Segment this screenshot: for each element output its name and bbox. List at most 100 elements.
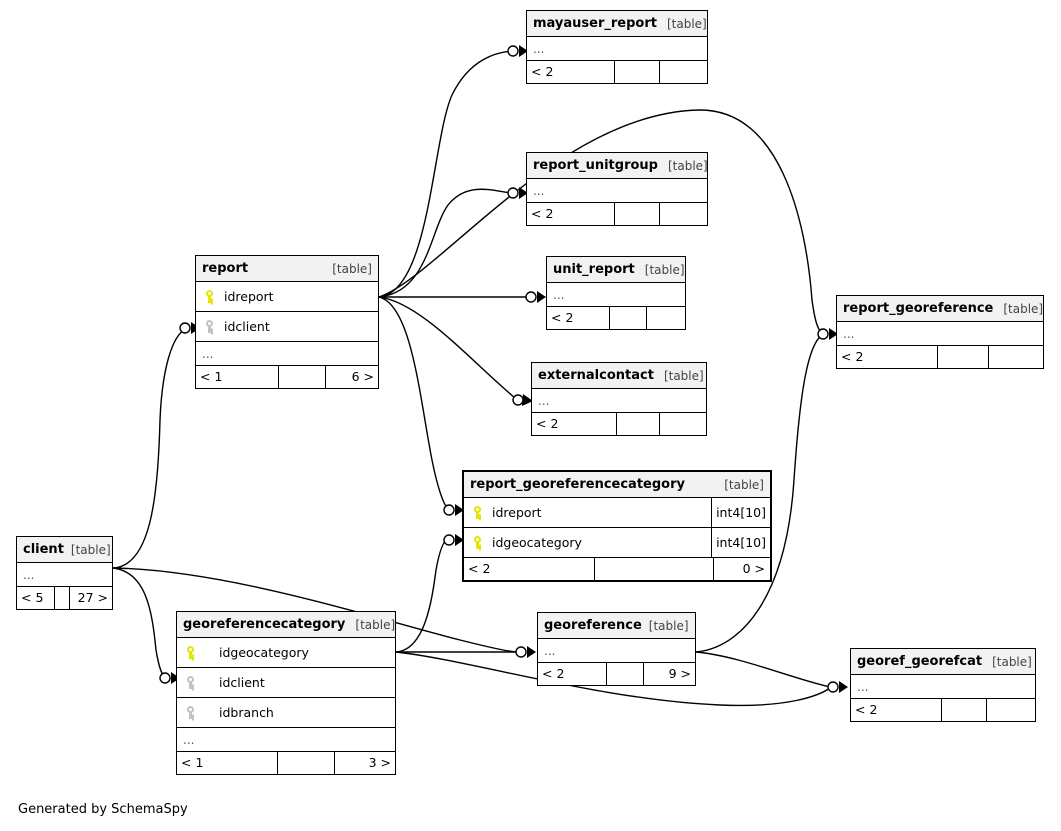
generator-credit: Generated by SchemaSpy <box>18 802 188 817</box>
table-header: georeferencecategory [table] <box>177 612 395 638</box>
footer-incoming-count: < 1 <box>181 755 204 770</box>
edge-end-georeferencecategory-idclient <box>159 672 171 684</box>
footer-middle <box>278 366 326 388</box>
table-columns-ellipsis: ... <box>532 389 706 413</box>
footer-middle <box>609 307 647 329</box>
table-columns-ellipsis: ... <box>547 283 685 307</box>
edge-end-rgc-idgeocategory <box>443 534 455 546</box>
table-columns-ellipsis: ... <box>837 322 1043 346</box>
table-title: mayauser_report <box>533 15 657 31</box>
table-mayauser_report[interactable]: mayauser_report [table] ... < 2 <box>526 10 708 84</box>
table-footer: < 1 6 > <box>196 366 378 388</box>
table-tag: [table] <box>724 477 764 492</box>
edge-end-mayauser_report <box>507 45 519 57</box>
table-row[interactable]: idbranch <box>177 698 395 728</box>
footer-middle <box>606 663 644 685</box>
table-footer: < 1 3 > <box>177 752 395 774</box>
footer-outgoing-count: 27 > <box>77 590 108 605</box>
table-tag: [table] <box>1003 301 1044 316</box>
table-footer: < 5 27 > <box>17 587 112 609</box>
table-footer: < 2 <box>532 413 706 435</box>
footer-middle <box>54 587 70 609</box>
table-row[interactable]: idreport int4[10] <box>464 498 770 528</box>
table-georef_georefcat[interactable]: georef_georefcat [table] ... < 2 <box>850 648 1036 722</box>
footer-outgoing-count <box>989 346 1043 368</box>
footer-incoming-count: < 1 <box>200 369 223 384</box>
table-tag: [table] <box>332 261 372 276</box>
table-georeference[interactable]: georeference [table] ... < 2 9 > <box>537 612 696 686</box>
table-header: georef_georefcat [table] <box>851 649 1035 675</box>
footer-incoming-count: < 2 <box>551 310 574 325</box>
table-row[interactable]: idclient <box>177 668 395 698</box>
table-tag: [table] <box>644 262 685 277</box>
table-title: report_georeference <box>843 300 994 316</box>
footer-middle <box>616 413 660 435</box>
column-name: idreport <box>492 504 542 520</box>
table-columns-ellipsis: ... <box>851 675 1035 699</box>
table-title: report_unitgroup <box>533 157 658 173</box>
table-externalcontact[interactable]: externalcontact [table] ... < 2 <box>531 362 707 436</box>
table-columns-ellipsis: ... <box>527 179 707 203</box>
edge-end-unit_report <box>525 291 537 303</box>
table-row[interactable]: idreport <box>196 282 378 312</box>
table-header: report_georeference [table] <box>837 296 1043 322</box>
column-type: int4[10] <box>711 528 770 557</box>
table-report_georeferencecategory[interactable]: report_georeferencecategory [table] idre… <box>462 470 772 582</box>
edge-end-georef_georefcat <box>827 681 839 693</box>
table-report_unitgroup[interactable]: report_unitgroup [table] ... < 2 <box>526 152 708 226</box>
table-report_georeference[interactable]: report_georeference [table] ... < 2 <box>836 295 1044 369</box>
table-unit_report[interactable]: unit_report [table] ... < 2 <box>546 256 686 330</box>
table-tag: [table] <box>667 158 708 173</box>
table-row[interactable]: idgeocategory int4[10] <box>464 528 770 558</box>
table-header: report [table] <box>196 256 378 282</box>
edge-client-to-report <box>112 328 187 569</box>
table-title: externalcontact <box>538 367 654 383</box>
primary-key-icon <box>464 506 490 519</box>
footer-outgoing-count <box>660 413 706 435</box>
footer-middle <box>613 203 660 225</box>
table-footer: < 2 <box>547 307 685 329</box>
table-georeferencecategory[interactable]: georeferencecategory [table] idgeocatego… <box>176 611 396 775</box>
column-name: idgeocategory <box>492 534 582 550</box>
table-columns-ellipsis: ... <box>527 37 707 61</box>
table-columns-ellipsis: ... <box>196 342 378 366</box>
primary-key-icon <box>464 536 490 549</box>
arrowhead-georeference <box>527 646 536 658</box>
footer-incoming-count: < 2 <box>855 702 878 717</box>
table-title: client <box>23 541 64 557</box>
column-name: idbranch <box>219 704 274 720</box>
edge-report-to-report_unitgroup <box>378 188 513 298</box>
edge-end-report-idclient <box>179 322 191 334</box>
table-footer: < 2 <box>851 699 1035 721</box>
primary-key-icon <box>196 290 222 303</box>
table-tag: [table] <box>992 654 1032 669</box>
edge-georeferencecategory-to-report_georeferencecategory <box>395 538 449 653</box>
edge-end-report_unitgroup <box>507 187 519 199</box>
edge-report-to-report_georeferencecategory <box>378 296 449 510</box>
table-header: client [table] <box>17 537 112 563</box>
table-report[interactable]: report [table] idreport idclient ... < 1… <box>195 255 379 389</box>
table-columns-ellipsis: ... <box>538 639 695 663</box>
footer-outgoing-count: 6 > <box>351 369 374 384</box>
footer-incoming-count: < 2 <box>531 64 554 79</box>
table-title: georeferencecategory <box>183 616 346 632</box>
footer-middle <box>594 558 714 580</box>
footer-middle <box>937 346 989 368</box>
edge-end-rgc-idreport <box>443 504 455 516</box>
table-header: georeference [table] <box>538 613 695 639</box>
table-row[interactable]: idgeocategory <box>177 638 395 668</box>
table-client[interactable]: client [table] ... < 5 27 > <box>16 536 113 610</box>
table-row[interactable]: idclient <box>196 312 378 342</box>
edge-end-report_georeference <box>817 328 829 340</box>
table-title: georef_georefcat <box>857 653 983 669</box>
footer-incoming-count: < 2 <box>841 349 864 364</box>
edge-client-to-georeferencecategory <box>112 567 167 679</box>
table-footer: < 2 <box>527 203 707 225</box>
table-tag: [table] <box>663 368 704 383</box>
foreign-key-icon <box>177 706 203 719</box>
column-type: int4[10] <box>711 498 770 527</box>
footer-incoming-count: < 2 <box>531 206 554 221</box>
table-title: unit_report <box>553 261 635 277</box>
table-header: externalcontact [table] <box>532 363 706 389</box>
table-columns-ellipsis: ... <box>17 563 112 587</box>
